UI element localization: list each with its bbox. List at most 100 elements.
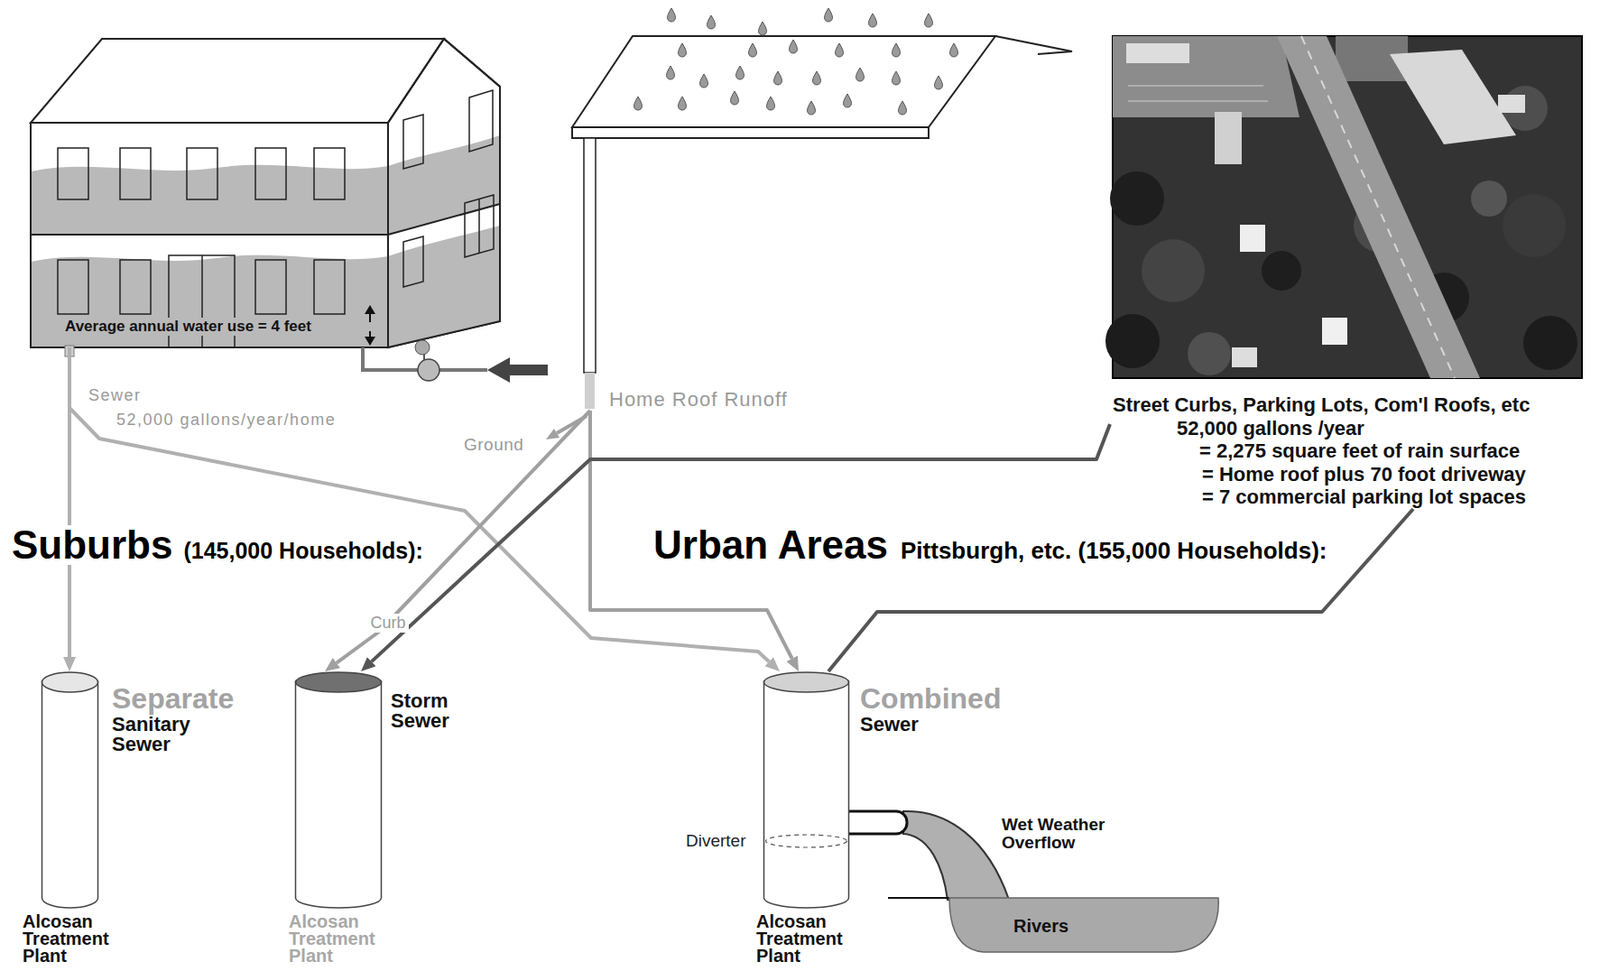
river-label: Rivers	[1013, 915, 1069, 937]
window	[186, 147, 218, 200]
house-side-outline	[388, 38, 500, 348]
street-photo-node: Street Curbs, Parking Lots, Com'l Roofs,…	[1109, 36, 1589, 509]
tree	[1187, 332, 1231, 376]
overflow-spill	[903, 811, 1009, 900]
street-runoff-line	[828, 508, 1414, 672]
tree	[1105, 314, 1160, 369]
house	[1498, 94, 1526, 113]
roof-node: Home Roof Runoff	[572, 7, 1074, 411]
window	[469, 90, 493, 152]
ground-arrowhead	[545, 428, 560, 440]
window	[255, 147, 287, 200]
roof-runoff-label: Home Roof Runoff	[609, 388, 788, 411]
raindrop	[634, 96, 643, 111]
raindrop	[924, 13, 934, 28]
parking-lot	[1112, 36, 1300, 118]
stripe	[1128, 101, 1268, 102]
meter-knob	[415, 340, 430, 355]
raindrop	[700, 73, 709, 88]
raindrop	[789, 39, 798, 54]
height-arrows	[364, 305, 376, 346]
storm-sewer-cylinder: Storm SewerAlcosan Treatment Plant	[288, 671, 488, 965]
house-node: Average annual water use = 4 feet	[30, 122, 389, 348]
rain	[634, 8, 959, 115]
building	[1389, 49, 1517, 145]
photo-frame	[1112, 36, 1582, 379]
raindrop	[934, 75, 944, 90]
overflow-illustration	[839, 811, 1009, 900]
meter-body	[417, 359, 440, 381]
equivalence-note: = Home roof plus 70 foot driveway	[1202, 462, 1527, 487]
overflow-label: Wet Weather Overflow	[999, 815, 1117, 852]
raindrop	[749, 43, 758, 57]
aerial-photo	[1105, 36, 1582, 379]
downspout-flow	[584, 372, 595, 409]
raindrop	[807, 101, 816, 115]
house-front-outline	[30, 122, 389, 348]
diverter-level	[766, 834, 848, 848]
plant-label: Alcosan Treatment Plant	[22, 913, 117, 965]
ground-line	[887, 897, 950, 899]
edge-label: Curb	[367, 613, 408, 633]
river-outline	[947, 896, 1221, 955]
photo-heading: Street Curbs, Parking Lots, Com'l Roofs,…	[1112, 393, 1530, 417]
water-level	[388, 225, 500, 348]
raindrop	[666, 65, 676, 80]
sewer-cylinder-outline	[294, 671, 383, 908]
tree	[1141, 239, 1205, 303]
tree	[1109, 171, 1165, 226]
window	[255, 259, 287, 315]
arrow-down	[364, 336, 376, 346]
window-mullion	[478, 199, 481, 254]
raindrop	[856, 67, 865, 82]
raindrop	[869, 13, 878, 28]
region-subheading: (145,000 Households):	[181, 539, 425, 563]
plant-label: Alcosan Treatment Plant	[756, 913, 851, 965]
house	[1231, 347, 1258, 368]
cylinder-subtitle: Sewer	[860, 714, 919, 735]
cylinder-title: Storm Sewer	[390, 691, 481, 731]
region-heading: Suburbs	[9, 525, 175, 565]
ground-label: Ground	[462, 434, 526, 455]
house-side	[388, 38, 500, 348]
floor-line	[388, 203, 500, 235]
cylinder-top	[42, 672, 99, 693]
raindrop	[774, 71, 783, 85]
roof-plane	[572, 36, 996, 128]
raindrop	[678, 43, 687, 57]
cylinder-top	[295, 672, 382, 693]
gutter	[572, 127, 929, 139]
river-body	[949, 897, 1219, 953]
raindrop	[758, 21, 768, 36]
raindrop	[835, 43, 844, 57]
water-level	[30, 255, 389, 348]
arrow-shaft	[369, 331, 371, 338]
arrow-shaft	[369, 314, 371, 323]
downspout	[583, 138, 596, 373]
window	[57, 147, 89, 200]
raindrop	[678, 96, 687, 111]
cylinder-body	[295, 681, 382, 908]
roof-illustration	[545, 8, 1073, 440]
water-meter	[362, 340, 548, 383]
tree	[1470, 180, 1508, 217]
floor-line	[30, 233, 389, 236]
supply-arrow	[487, 357, 548, 383]
window	[403, 236, 424, 287]
region-subheading: Pittsburgh, etc. (155,000 Households):	[898, 538, 1329, 563]
stripe	[1128, 85, 1264, 87]
raindrop	[898, 101, 907, 115]
window	[314, 259, 345, 315]
sewer-cylinder-outline	[762, 671, 851, 908]
tree	[1523, 315, 1578, 370]
raindrop	[767, 96, 776, 111]
cylinder-subtitle: Sanitary Sewer	[111, 714, 203, 755]
window	[120, 147, 151, 200]
supply-pipe	[362, 347, 418, 370]
equivalence-note: = 2,275 square feet of rain surface	[1199, 439, 1520, 463]
building	[1214, 111, 1242, 165]
raindrop	[730, 91, 740, 105]
raindrop	[667, 8, 676, 22]
raindrop	[892, 43, 901, 57]
